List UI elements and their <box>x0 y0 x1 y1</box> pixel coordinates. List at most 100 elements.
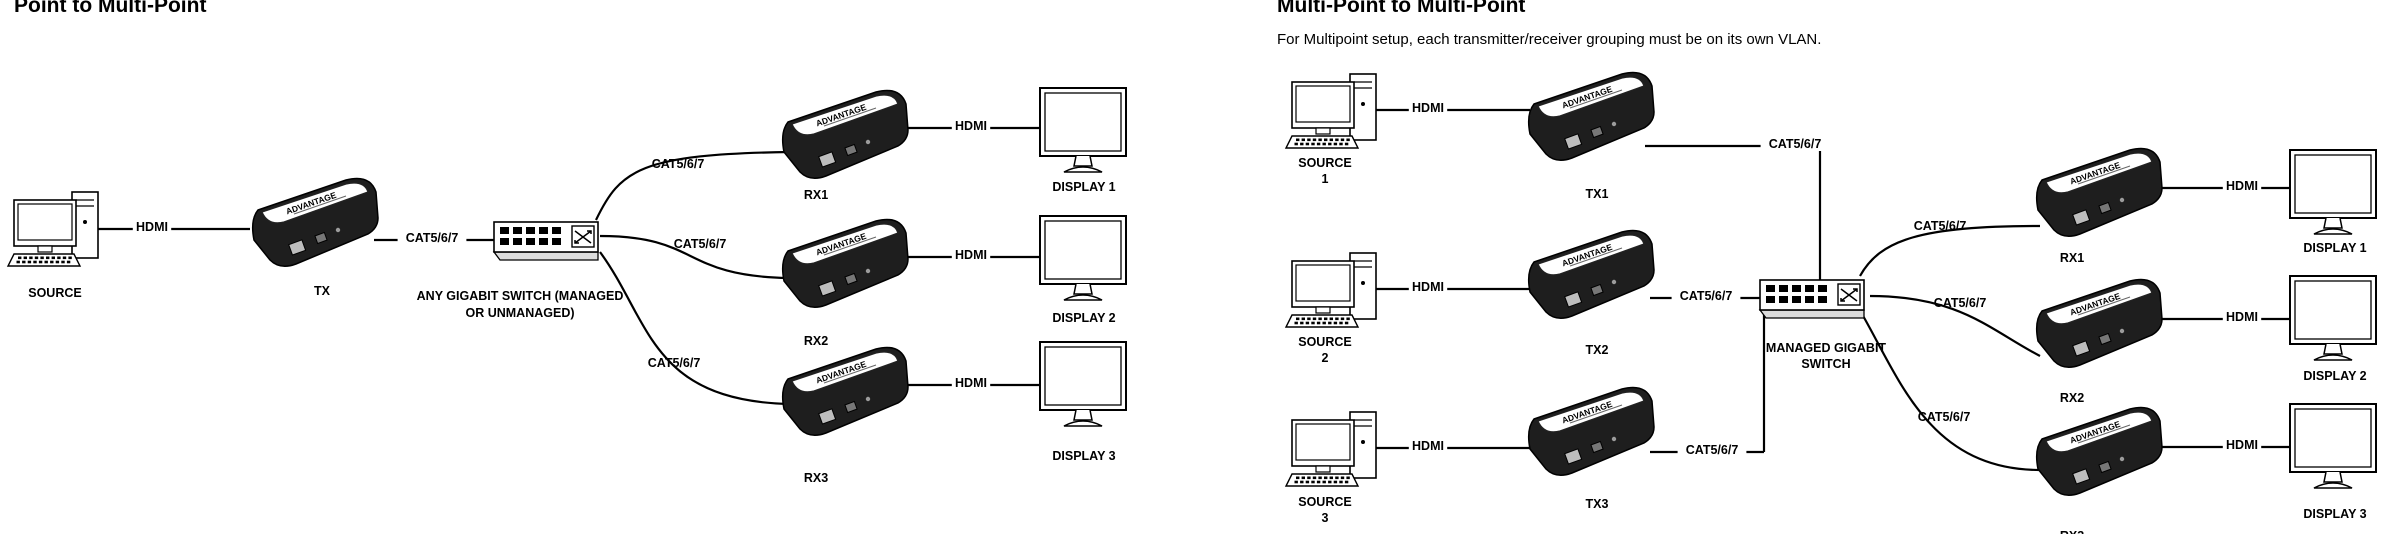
right-source1-label-line1: SOURCE <box>1298 156 1351 170</box>
right-rx2-cat-label: CAT5/6/7 <box>1934 296 1987 310</box>
left-display2-hdmi-label: HDMI <box>955 248 987 262</box>
right-source3-hdmi-label-group: HDMI <box>1408 439 1448 453</box>
right-source3-label-line1: SOURCE <box>1298 495 1351 509</box>
right-tx1-extender: ADVANTAGE <box>1527 71 1655 161</box>
right-rx3-cat-label: CAT5/6/7 <box>1918 410 1971 424</box>
right-managed-switch <box>1758 279 1865 319</box>
right-display1-label: DISPLAY 1 <box>2303 241 2366 255</box>
right-tx2-cat-label-bg <box>1671 289 1741 303</box>
right-rx1-label: RX1 <box>2060 251 2084 265</box>
left-tx-cat-label-bg <box>397 231 467 245</box>
right-display3-hdmi-label: HDMI <box>2226 438 2258 452</box>
left-source-computer <box>6 191 99 267</box>
right-tx1-label: TX1 <box>1586 187 1609 201</box>
right-source1-hdmi-label-bg <box>1408 101 1448 115</box>
right-source3-label-line2: 3 <box>1322 511 1329 525</box>
right-tx2-cat-label: CAT5/6/7 <box>1680 289 1733 303</box>
left-display2-hdmi-label-group: HDMI <box>951 248 991 262</box>
right-tx3-cat-label-bg <box>1677 443 1747 457</box>
right-source2-hdmi-label-bg <box>1408 280 1448 294</box>
right-tx3-extender: ADVANTAGE <box>1527 386 1655 476</box>
right-switch-label-line1: MANAGED GIGABIT <box>1766 341 1887 355</box>
left-tx-label: TX <box>314 284 331 298</box>
left-display2-monitor <box>1039 215 1127 301</box>
right-display2-hdmi-label-group: HDMI <box>2222 310 2262 324</box>
left-rx2-extender: ADVANTAGE <box>781 218 909 308</box>
left-display1-hdmi-label-group: HDMI <box>951 119 991 133</box>
right-display2-hdmi-label: HDMI <box>2226 310 2258 324</box>
left-display1-monitor <box>1039 87 1127 173</box>
right-rx1-cat-label: CAT5/6/7 <box>1914 219 1967 233</box>
right-source1-hdmi-label: HDMI <box>1412 101 1444 115</box>
left-rx1-extender: ADVANTAGE <box>781 89 909 179</box>
left-rx1-cat-label: CAT5/6/7 <box>652 157 705 171</box>
right-source2-computer <box>1284 252 1377 328</box>
right-display3-label: DISPLAY 3 <box>2303 507 2366 521</box>
left-tx-cat-label: CAT5/6/7 <box>406 231 459 245</box>
right-tx2-label: TX2 <box>1586 343 1609 357</box>
switch-to-rx2-cable <box>599 234 789 280</box>
left-display3-hdmi-label-bg <box>951 376 991 390</box>
right-rx3-extender: ADVANTAGE <box>2035 406 2163 496</box>
left-tx-cat-label-group: CAT5/6/7 <box>397 231 467 245</box>
right-tx1-cat-label-group: CAT5/6/7 <box>1760 137 1830 151</box>
right-display3-hdmi-label-bg <box>2222 438 2262 452</box>
left-switch-label-line2: OR UNMANAGED) <box>465 306 574 320</box>
left-display3-hdmi-label: HDMI <box>955 376 987 390</box>
left-display3-label: DISPLAY 3 <box>1052 449 1115 463</box>
right-display3-monitor <box>2289 403 2377 489</box>
left-rx3-extender: ADVANTAGE <box>781 346 909 436</box>
switch-to-rx3-cable <box>599 251 789 406</box>
right-tx2-cat-label-group: CAT5/6/7 <box>1671 289 1741 303</box>
right-display2-hdmi-label-bg <box>2222 310 2262 324</box>
right-source1-computer <box>1284 73 1377 149</box>
right-source2-hdmi-label: HDMI <box>1412 280 1444 294</box>
left-switch-label-line1: ANY GIGABIT SWITCH (MANAGED <box>417 289 624 303</box>
left-source-hdmi-label-group: HDMI <box>132 220 172 234</box>
right-tx3-cat-label: CAT5/6/7 <box>1686 443 1739 457</box>
right-tx2-extender: ADVANTAGE <box>1527 229 1655 319</box>
right-tx1-cat-label-bg <box>1760 137 1830 151</box>
switch-to-rx1-cable <box>1859 224 2041 277</box>
left-display1-hdmi-label-bg <box>951 119 991 133</box>
right-rx1-extender: ADVANTAGE <box>2035 147 2163 237</box>
right-tx3-cat-label-group: CAT5/6/7 <box>1677 443 1747 457</box>
right-source3-hdmi-label: HDMI <box>1412 439 1444 453</box>
right-display2-monitor <box>2289 275 2377 361</box>
right-diagram-title: Multi-Point to Multi-Point <box>1277 0 1526 17</box>
right-display1-hdmi-label: HDMI <box>2226 179 2258 193</box>
left-network-switch <box>492 221 599 261</box>
left-display3-hdmi-label-group: HDMI <box>951 376 991 390</box>
left-display1-hdmi-label: HDMI <box>955 119 987 133</box>
right-source1-hdmi-label-group: HDMI <box>1408 101 1448 115</box>
left-diagram-title: Point to Multi-Point <box>14 0 207 17</box>
left-display1-label: DISPLAY 1 <box>1052 180 1115 194</box>
left-rx1-label: RX1 <box>804 188 828 202</box>
right-display1-monitor <box>2289 149 2377 235</box>
right-source2-label-line1: SOURCE <box>1298 335 1351 349</box>
vlan-note: For Multipoint setup, each transmitter/r… <box>1277 31 1822 48</box>
right-tx3-label: TX3 <box>1586 497 1609 511</box>
right-source2-hdmi-label-group: HDMI <box>1408 280 1448 294</box>
right-rx2-extender: ADVANTAGE <box>2035 278 2163 368</box>
right-source3-computer <box>1284 411 1377 487</box>
right-rx2-label: RX2 <box>2060 391 2084 405</box>
left-tx-extender: ADVANTAGE <box>251 177 379 267</box>
left-rx3-cat-label: CAT5/6/7 <box>648 356 701 370</box>
left-display3-monitor <box>1039 341 1127 427</box>
switch-to-rx2-cable <box>1869 294 2041 357</box>
left-display2-label: DISPLAY 2 <box>1052 311 1115 325</box>
right-display1-hdmi-label-group: HDMI <box>2222 179 2262 193</box>
right-source3-hdmi-label-bg <box>1408 439 1448 453</box>
left-rx2-cat-label: CAT5/6/7 <box>674 237 727 251</box>
right-source1-label-line2: 1 <box>1322 172 1329 186</box>
right-display2-label: DISPLAY 2 <box>2303 369 2366 383</box>
left-source-hdmi-label-bg <box>132 220 172 234</box>
right-display1-hdmi-label-bg <box>2222 179 2262 193</box>
left-display2-hdmi-label-bg <box>951 248 991 262</box>
right-tx1-cat-label: CAT5/6/7 <box>1769 137 1822 151</box>
right-switch-label-line2: SWITCH <box>1801 357 1850 371</box>
left-rx3-label: RX3 <box>804 471 828 485</box>
right-display3-hdmi-label-group: HDMI <box>2222 438 2262 452</box>
